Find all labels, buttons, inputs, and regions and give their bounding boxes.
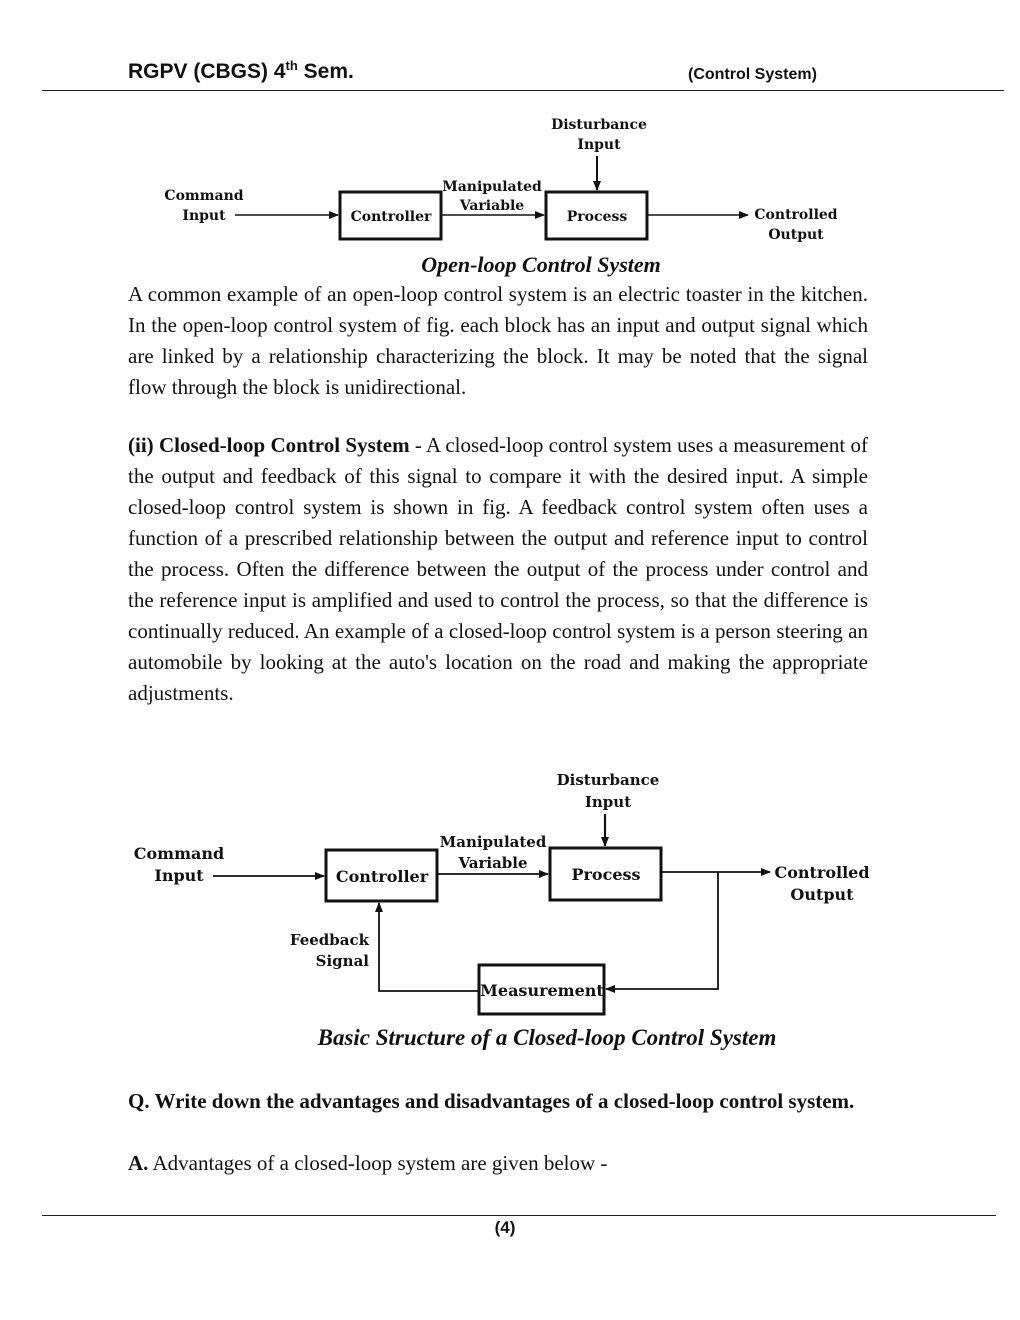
question-prefix: Q. [128,1089,150,1113]
open-loop-diagram: Disturbance Input Command Input Manipula… [164,117,837,243]
header-rule [42,90,1004,91]
course-suffix: Sem. [297,60,354,83]
cl-feedback-label-2: Signal [316,952,370,970]
closed-loop-diagram: Disturbance Input Command Input Manipula… [134,771,870,1016]
cl-command-label-2: Input [154,866,204,885]
ol-process-label: Process [567,209,628,225]
answer: A. Advantages of a closed-loop system ar… [128,1148,868,1179]
cl-output-label-2: Output [790,885,854,904]
open-loop-caption: Open-loop Control System [421,252,661,277]
answer-prefix: A. [128,1151,149,1175]
header-course: RGPV (CBGS) 4th Sem. [128,58,354,84]
ol-command-label-2: Input [182,208,226,224]
course-superscript: th [285,58,298,73]
cl-command-label: Command [134,844,224,863]
cl-feedback-path [375,902,479,992]
ol-disturbance-label-2: Input [577,137,621,153]
ol-output-label: Controlled [754,207,837,223]
question: Q. Write down the advantages and disadva… [128,1086,868,1117]
closed-loop-heading: (ii) Closed-loop Control System [128,433,410,457]
cl-feedback-label: Feedback [290,931,370,949]
closed-loop-text: - A closed-loop control system uses a me… [128,433,868,705]
page-number: (4) [494,1218,516,1237]
closed-loop-caption: Basic Structure of a Closed-loop Control… [317,1025,777,1050]
cl-manipulated-label: Manipulated [440,833,547,851]
answer-text: Advantages of a closed-loop system are g… [148,1151,608,1175]
question-text: Write down the advantages and disadvanta… [149,1089,855,1113]
cl-disturbance-label: Disturbance [557,771,660,789]
cl-manipulated-label-2: Variable [457,854,527,872]
header-subject: (Control System) [688,66,817,83]
ol-controller-label: Controller [351,209,432,225]
cl-process-block [548,846,663,902]
cl-output-tap [605,872,719,993]
ol-manipulated-label: Manipulated [442,179,542,195]
cl-process-label: Process [571,865,640,884]
cl-disturbance-label-2: Input [585,793,631,811]
cl-controller-label: Controller [336,867,429,886]
course-prefix: RGPV (CBGS) 4 [128,60,286,83]
ol-controller-block [338,190,443,241]
ol-output-label-2: Output [768,227,824,243]
cl-output-label: Controlled [774,863,869,882]
ol-disturbance-label: Disturbance [551,117,647,133]
cl-measurement-label: Measurement [480,981,604,1000]
cl-controller-block [324,848,439,903]
ol-command-label: Command [164,188,243,204]
cl-measurement-block [477,963,606,1016]
footer-rule [42,1215,996,1216]
closed-loop-paragraph: (ii) Closed-loop Control System - A clos… [128,430,868,709]
ol-manipulated-label-2: Variable [459,198,525,214]
open-loop-paragraph: A common example of an open-loop control… [128,282,868,399]
